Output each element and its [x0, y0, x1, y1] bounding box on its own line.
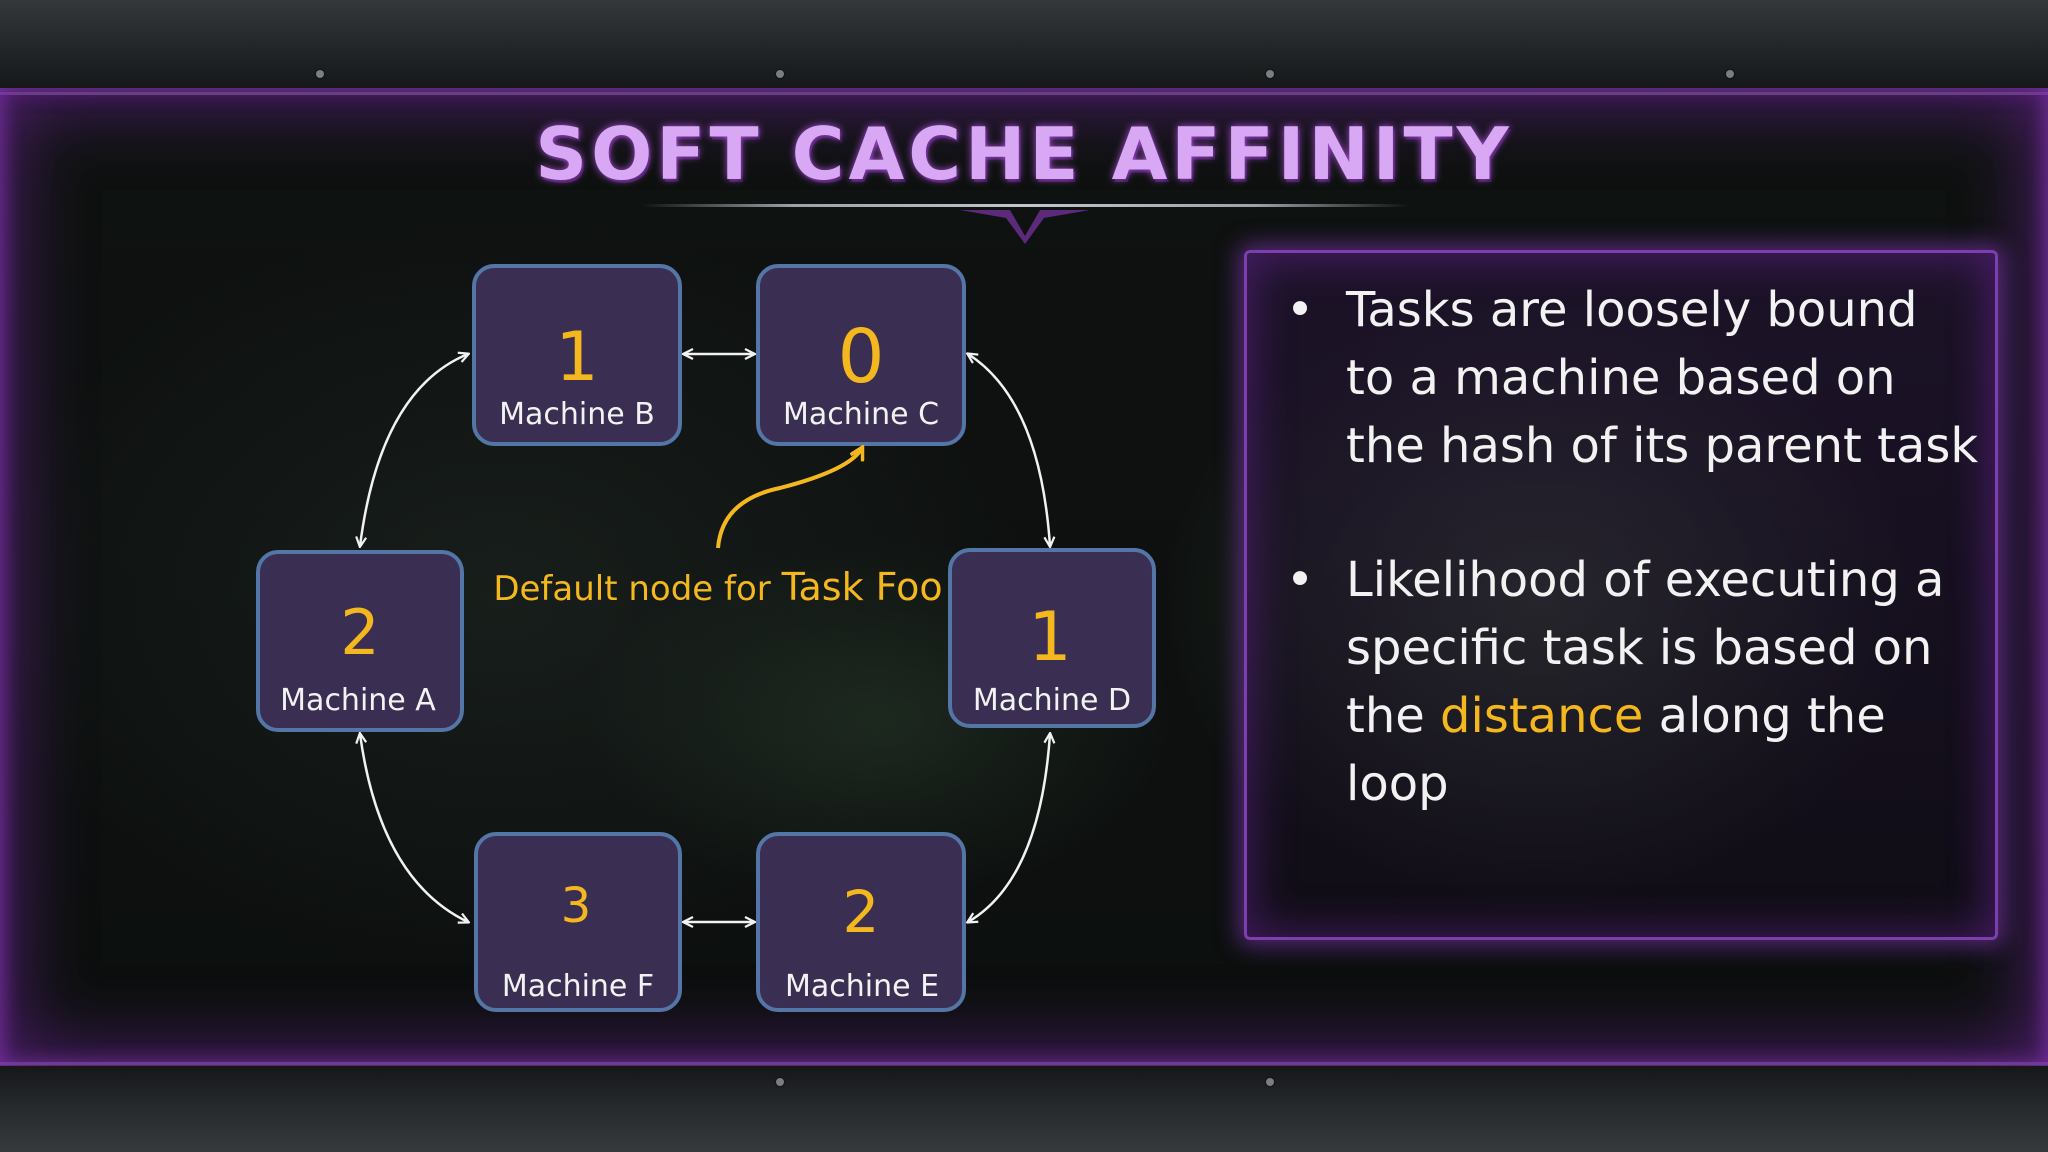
slide-title: SOFT CACHE AFFINITY — [535, 112, 1513, 196]
rivet-decoration — [1266, 70, 1274, 78]
node-label: Machine C — [783, 397, 939, 432]
node-label: Machine E — [785, 969, 939, 1004]
bullet-item: • Likelihood of executing a specific tas… — [1280, 546, 1980, 818]
rivet-decoration — [316, 70, 324, 78]
title-ornament-icon — [960, 210, 1090, 244]
node-label: Machine F — [502, 969, 654, 1004]
node-label: Machine A — [280, 683, 436, 718]
rivet-decoration — [1266, 1078, 1274, 1086]
arrow-a-f — [360, 734, 468, 922]
rivet-decoration — [776, 1078, 784, 1086]
node-value: 0 — [837, 314, 884, 400]
node-value: 2 — [340, 596, 379, 669]
node-label: Machine B — [499, 397, 655, 432]
machine-node-e: 2 Machine E — [756, 832, 966, 1012]
arrow-c-d — [968, 354, 1050, 546]
arrow-d-e — [968, 734, 1050, 922]
node-label: Machine D — [973, 683, 1131, 718]
metal-frame-top — [0, 0, 2048, 95]
node-value: 1 — [555, 318, 598, 397]
bullet-text-after: along the loop — [1346, 688, 1886, 812]
machine-node-c: 0 Machine C — [756, 264, 966, 446]
bullet-panel — [1244, 250, 1998, 940]
bullet-text-before: Likelihood of executing a specific task … — [1346, 552, 1945, 744]
node-value: 3 — [561, 878, 592, 934]
callout-arrow — [716, 448, 862, 549]
callout-label: Default node for Task Foo — [493, 565, 942, 609]
bullet-item: • Tasks are loosely bound to a machine b… — [1280, 276, 1980, 480]
machine-node-a: 2 Machine A — [256, 550, 464, 732]
bullet-dot-icon: • — [1285, 282, 1315, 338]
callout-emphasis: Task Foo — [781, 565, 943, 609]
node-value: 1 — [1028, 598, 1071, 677]
machine-node-b: 1 Machine B — [472, 264, 682, 446]
machine-node-d: 1 Machine D — [948, 548, 1156, 728]
node-value: 2 — [843, 878, 880, 946]
callout-prefix: Default node for — [493, 569, 781, 609]
bullet-text: Tasks are loosely bound to a machine bas… — [1346, 282, 1979, 474]
bullet-list: • Tasks are loosely bound to a machine b… — [1280, 276, 1980, 884]
machine-node-f: 3 Machine F — [474, 832, 682, 1012]
arrow-a-b — [360, 354, 468, 546]
bullet-highlight: distance — [1440, 688, 1644, 744]
title-underline — [640, 204, 1410, 207]
rivet-decoration — [1726, 70, 1734, 78]
rivet-decoration — [776, 70, 784, 78]
bullet-dot-icon: • — [1285, 552, 1315, 608]
metal-frame-bottom — [0, 1062, 2048, 1152]
